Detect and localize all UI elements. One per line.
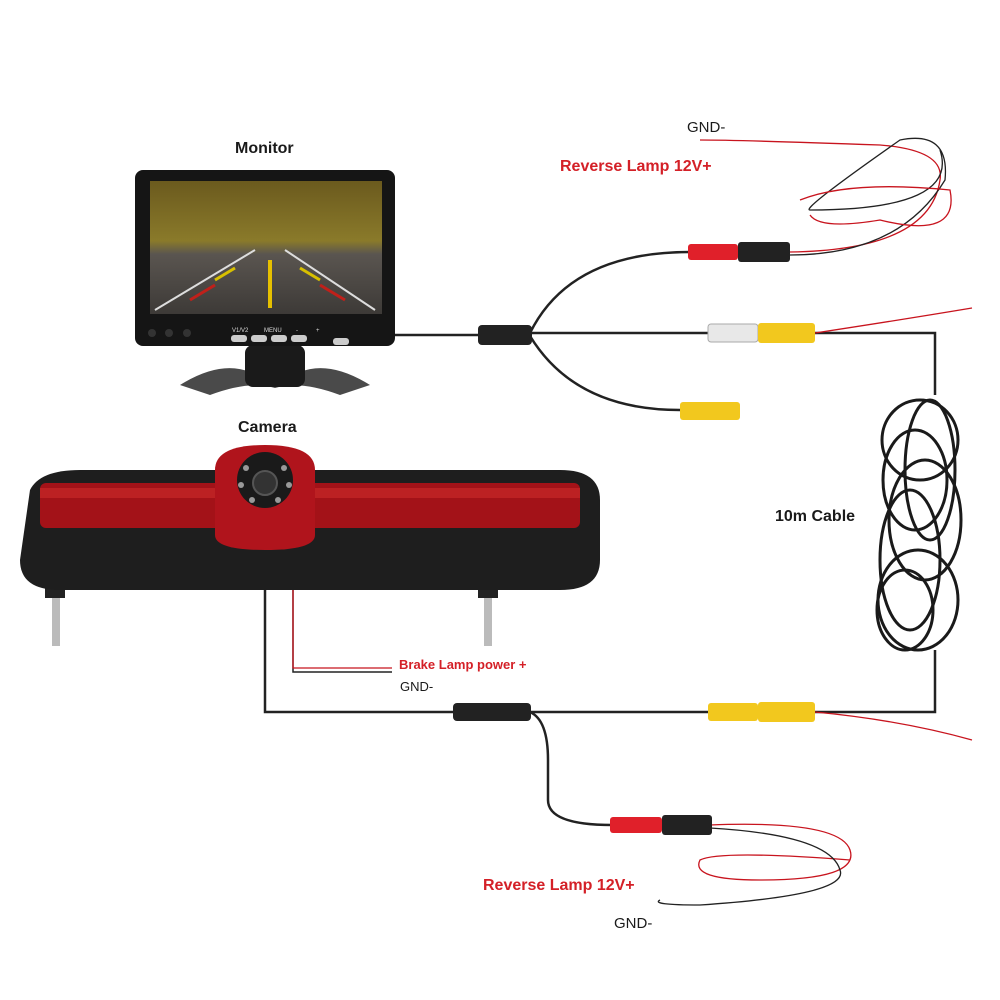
monitor-device	[135, 170, 395, 395]
bottom-reverse-lamp-label: Reverse Lamp 12V+	[483, 877, 635, 894]
dc-socket	[738, 242, 790, 262]
white-rca	[707, 323, 759, 343]
monitor-button-labels: V1/V2 MENU - +	[232, 328, 320, 334]
top-gnd-label: GND-	[687, 119, 726, 136]
button-label-menu: MENU	[264, 328, 282, 334]
monitor-label: Monitor	[235, 140, 294, 157]
dc-socket-bottom	[662, 815, 712, 835]
camera-junction	[453, 703, 531, 721]
red-power-plug-bottom	[610, 817, 662, 833]
bottom-gnd-label: GND-	[614, 915, 653, 932]
camera-label: Camera	[238, 419, 297, 436]
extension-cable-bottom	[815, 650, 937, 714]
button-label-plus: +	[316, 328, 320, 334]
power-branch-cable	[528, 250, 691, 334]
power-wires	[292, 137, 973, 906]
connectors	[453, 242, 815, 835]
brake-light-camera	[20, 445, 600, 646]
monitor-screen	[150, 181, 382, 314]
yellow-rca-audio	[680, 402, 740, 420]
brake-lamp-power-label: Brake Lamp power +	[399, 657, 527, 672]
button-label-v1v2: V1/V2	[232, 328, 249, 334]
brake-gnd-wire	[292, 590, 392, 673]
extension-cable-top	[815, 331, 937, 395]
top-reverse-lamp-label: Reverse Lamp 12V+	[560, 158, 712, 175]
red-power-plug	[688, 244, 738, 260]
cable-length-label: 10m Cable	[775, 508, 856, 525]
yellow-rca-top	[758, 323, 815, 343]
button-label-minus: -	[296, 328, 298, 334]
camera-video-cable	[263, 590, 455, 714]
brake-gnd-label: GND-	[400, 679, 434, 694]
yellow-rca-camera	[708, 703, 758, 721]
yellow-rca-extension	[758, 702, 815, 722]
audio-branch-cable	[528, 335, 681, 412]
cable-coil	[875, 398, 963, 652]
camera-power-branch	[529, 710, 613, 827]
cables	[263, 250, 937, 827]
monitor-junction	[478, 325, 532, 345]
